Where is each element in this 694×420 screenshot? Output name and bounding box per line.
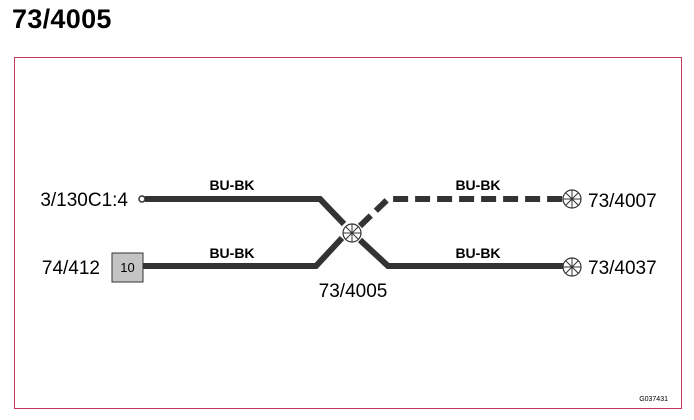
wire-label-bottom-right: BU-BK — [455, 245, 500, 261]
wire-label-top-left: BU-BK — [209, 177, 254, 193]
connector-label-top-right: 73/4007 — [588, 191, 657, 212]
splice-label: 73/4005 — [319, 281, 388, 302]
page-title: 73/4005 — [12, 4, 112, 34]
connector-top-right-icon — [562, 189, 582, 209]
figure-reference: G037431 — [639, 396, 668, 403]
splice-icon — [342, 223, 362, 243]
wire-top-left — [145, 196, 347, 227]
wire-bottom-right — [357, 237, 566, 269]
connector-label-bottom-left: 74/412 — [42, 258, 100, 279]
pin-number: 10 — [120, 260, 134, 275]
terminal-circle — [138, 195, 146, 203]
pin-box — [111, 252, 144, 283]
connector-bottom-right-icon — [562, 257, 582, 277]
connector-label-top-left: 3/130C1:4 — [40, 190, 128, 211]
connector-label-bottom-right: 73/4037 — [588, 258, 657, 279]
wire-label-top-right: BU-BK — [455, 177, 500, 193]
diagram-frame — [14, 57, 682, 409]
wire-bottom-left — [143, 235, 345, 269]
wire-label-bottom-left: BU-BK — [209, 245, 254, 261]
wire-top-right-dashed — [357, 196, 566, 229]
